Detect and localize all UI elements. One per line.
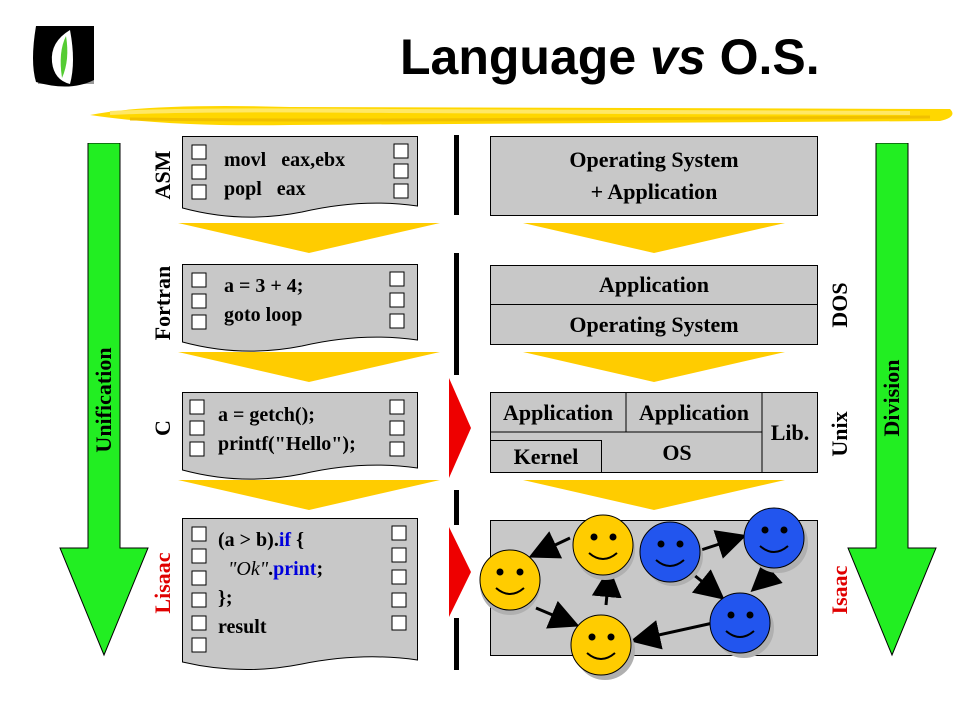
lang-label-c: C — [150, 420, 175, 436]
os-text-unix-os: OS — [662, 440, 692, 465]
code-document-c — [182, 392, 418, 480]
unification-arrow — [59, 143, 149, 657]
lang-label-asm: ASM — [150, 150, 175, 200]
title-word-vs: vs — [650, 29, 706, 85]
divider-segment — [454, 253, 459, 375]
code-keyword: print — [273, 558, 317, 580]
code-block-fortran: a = 3 + 4; goto loop — [224, 272, 303, 330]
title-word-os: O.S. — [719, 29, 820, 85]
os-text-unix-kernel: Kernel — [513, 444, 579, 469]
yellow-arrow — [523, 480, 785, 510]
code-line: a = getch(); — [218, 404, 315, 426]
os-text: Operating System — [569, 311, 739, 337]
code-block-asm: movl eax,ebx popl eax — [224, 146, 345, 204]
os-box-dos-application: Application — [490, 265, 818, 305]
division-arrow — [847, 143, 937, 657]
divider-segment — [454, 135, 459, 215]
code-line: goto loop — [224, 304, 303, 326]
yellow-arrow — [178, 480, 440, 510]
code-token: ; — [316, 558, 324, 580]
divider-segment — [454, 490, 459, 525]
smiley-blue-icon — [639, 521, 701, 583]
code-line: printf("Hello"); — [218, 433, 356, 455]
isaac-objects-graph — [479, 507, 808, 680]
yellow-arrow — [178, 223, 440, 253]
os-box-dos-os: Operating System — [490, 304, 818, 345]
unification-label: Unification — [91, 347, 116, 453]
code-line: movl eax,ebx — [224, 149, 346, 171]
unix-box-lines — [490, 392, 763, 473]
os-box-asm: Operating System + Application — [490, 136, 818, 216]
divider-segment — [454, 618, 459, 670]
os-text: Application — [598, 272, 710, 297]
code-line: popl eax — [224, 178, 306, 200]
os-label-isaac: Isaac — [827, 565, 852, 615]
os-label-unix: Unix — [827, 411, 852, 457]
title-word-language: Language — [400, 29, 637, 85]
code-keyword: if — [278, 529, 292, 551]
os-text-unix-lib: Lib. — [770, 419, 810, 445]
smiley-yellow-icon — [572, 514, 634, 576]
os-label-dos: DOS — [827, 282, 852, 328]
os-text-unix-app1: Application — [502, 400, 614, 425]
logo-icon — [33, 26, 94, 87]
os-text: Operating System — [569, 147, 739, 172]
code-block-lisaac: (a > b).if { "Ok".print;}; result — [218, 526, 323, 642]
code-block-c: a = getch(); printf("Hello"); — [218, 401, 356, 459]
os-text-unix-app2: Application — [638, 400, 750, 425]
lang-label-lisaac: Lisaac — [150, 552, 175, 614]
title-underline-brush — [90, 106, 953, 126]
code-string: "Ok" — [228, 558, 269, 580]
code-line: result — [218, 616, 267, 638]
page-title: Language vs O.S. — [400, 28, 920, 86]
division-label: Division — [879, 359, 904, 437]
os-text: + Application — [590, 179, 718, 204]
code-line: (a > b).if { — [218, 526, 323, 555]
smiley-blue-icon — [709, 592, 771, 654]
code-line: }; — [218, 587, 233, 609]
smiley-yellow-icon — [570, 614, 632, 676]
red-arrow-lisaac — [449, 527, 471, 617]
code-line: a = 3 + 4; — [224, 275, 304, 297]
code-token: { — [291, 529, 304, 551]
code-token: (a > b). — [218, 529, 279, 551]
code-document-asm — [182, 136, 418, 218]
smiley-yellow-icon — [479, 549, 541, 611]
smiley-blue-icon — [743, 507, 805, 569]
code-line: "Ok".print; — [218, 555, 323, 584]
yellow-arrow — [523, 352, 785, 382]
lang-label-fortran: Fortran — [150, 265, 175, 341]
red-arrow-c — [449, 378, 471, 478]
code-document-lisaac — [182, 518, 418, 670]
yellow-arrow — [523, 223, 785, 253]
yellow-arrow — [178, 352, 440, 382]
code-token: . — [268, 558, 274, 580]
code-document-fortran — [182, 264, 418, 352]
